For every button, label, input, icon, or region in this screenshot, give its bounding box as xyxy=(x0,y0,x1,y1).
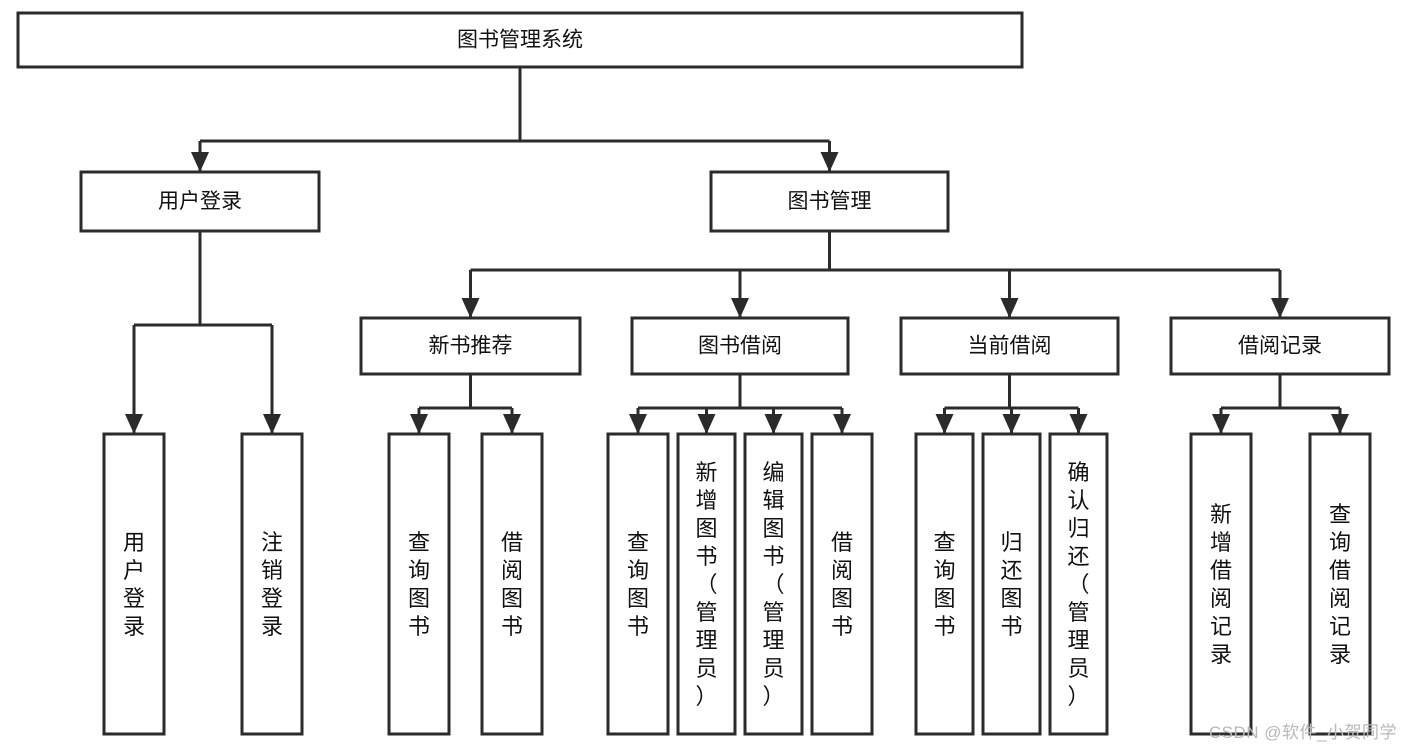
node-leaf_6[interactable]: 编辑图书（管理员） xyxy=(743,432,804,736)
node-layer: 图书管理系统用户登录图书管理新书推荐图书借阅当前借阅借阅记录用户登录注销登录查询… xyxy=(16,11,1391,736)
node-label: 新书推荐 xyxy=(429,335,513,358)
node-box xyxy=(899,316,1120,376)
node-label: 图书管理系统 xyxy=(457,29,583,52)
node-leaf_1[interactable]: 注销登录 xyxy=(240,432,304,736)
node-label: 新增借阅记录 xyxy=(1210,502,1232,667)
node-box xyxy=(102,432,166,736)
node-box xyxy=(240,432,304,736)
node-box xyxy=(1308,432,1372,736)
edge-arrowhead xyxy=(1271,298,1289,318)
edge-arrowhead xyxy=(1002,414,1021,434)
node-label: 用户登录 xyxy=(158,190,242,213)
node-label: 编辑图书（管理员） xyxy=(762,460,784,709)
node-box xyxy=(1189,432,1253,736)
node-label: 借阅记录 xyxy=(1238,335,1322,358)
edge-arrowhead xyxy=(410,414,428,434)
edge-arrowhead xyxy=(697,414,716,434)
node-label: 确认归还（管理员） xyxy=(1067,460,1089,709)
edge-arrowhead xyxy=(1331,414,1349,434)
node-box xyxy=(630,316,850,376)
node-leaf_4[interactable]: 查询图书 xyxy=(606,432,670,736)
node-label: 用户登录 xyxy=(123,530,145,639)
node-l2_2[interactable]: 当前借阅 xyxy=(899,316,1120,376)
node-l1_0[interactable]: 用户登录 xyxy=(79,170,321,233)
node-box xyxy=(743,432,804,736)
node-label: 图书管理 xyxy=(788,190,872,213)
node-l1_1[interactable]: 图书管理 xyxy=(709,170,950,233)
edge-arrowhead xyxy=(731,298,749,318)
node-leaf_2[interactable]: 查询图书 xyxy=(387,432,451,736)
node-box xyxy=(1169,316,1391,376)
node-box xyxy=(387,432,451,736)
node-leaf_7[interactable]: 借阅图书 xyxy=(810,432,874,736)
edge-arrowhead xyxy=(820,152,839,172)
edge-arrowhead xyxy=(629,414,647,434)
node-box xyxy=(810,432,874,736)
node-label: 当前借阅 xyxy=(968,335,1052,358)
node-root[interactable]: 图书管理系统 xyxy=(16,11,1024,69)
node-label: 图书借阅 xyxy=(698,335,782,358)
node-label: 查询借阅记录 xyxy=(1329,502,1351,667)
node-box xyxy=(709,170,950,233)
node-leaf_12[interactable]: 查询借阅记录 xyxy=(1308,432,1372,736)
node-box xyxy=(1048,432,1109,736)
edge-arrowhead xyxy=(833,414,851,434)
node-box xyxy=(914,432,975,736)
node-box xyxy=(981,432,1042,736)
node-box xyxy=(16,11,1024,69)
node-box xyxy=(359,316,582,376)
node-label: 归还图书 xyxy=(1000,530,1022,639)
node-leaf_3[interactable]: 借阅图书 xyxy=(480,432,544,736)
node-leaf_11[interactable]: 新增借阅记录 xyxy=(1189,432,1253,736)
edge-layer xyxy=(125,67,1349,434)
node-label: 注销登录 xyxy=(261,530,283,639)
node-label: 查询图书 xyxy=(933,530,955,639)
node-l2_0[interactable]: 新书推荐 xyxy=(359,316,582,376)
node-label: 查询图书 xyxy=(627,530,649,639)
edge-arrowhead xyxy=(191,152,209,172)
node-leaf_9[interactable]: 归还图书 xyxy=(981,432,1042,736)
edge-arrowhead xyxy=(1069,414,1088,434)
edge-arrowhead xyxy=(935,414,954,434)
edge-arrowhead xyxy=(764,414,783,434)
edge-arrowhead xyxy=(263,414,281,434)
node-leaf_10[interactable]: 确认归还（管理员） xyxy=(1048,432,1109,736)
node-label: 新增图书（管理员） xyxy=(695,460,717,709)
node-leaf_8[interactable]: 查询图书 xyxy=(914,432,975,736)
node-box xyxy=(676,432,737,736)
node-box xyxy=(79,170,321,233)
node-label: 查询图书 xyxy=(408,530,430,639)
node-l2_3[interactable]: 借阅记录 xyxy=(1169,316,1391,376)
node-leaf_0[interactable]: 用户登录 xyxy=(102,432,166,736)
node-label: 借阅图书 xyxy=(501,530,523,639)
node-l2_1[interactable]: 图书借阅 xyxy=(630,316,850,376)
edge-arrowhead xyxy=(1212,414,1230,434)
node-leaf_5[interactable]: 新增图书（管理员） xyxy=(676,432,737,736)
edge-arrowhead xyxy=(1000,298,1019,318)
node-box xyxy=(606,432,670,736)
edge-arrowhead xyxy=(503,414,521,434)
csdn-watermark: CSDN @软件_小贺同学 xyxy=(1208,723,1397,742)
edge-arrowhead xyxy=(125,414,143,434)
node-label: 借阅图书 xyxy=(831,530,853,639)
node-box xyxy=(480,432,544,736)
edge-arrowhead xyxy=(461,298,480,318)
